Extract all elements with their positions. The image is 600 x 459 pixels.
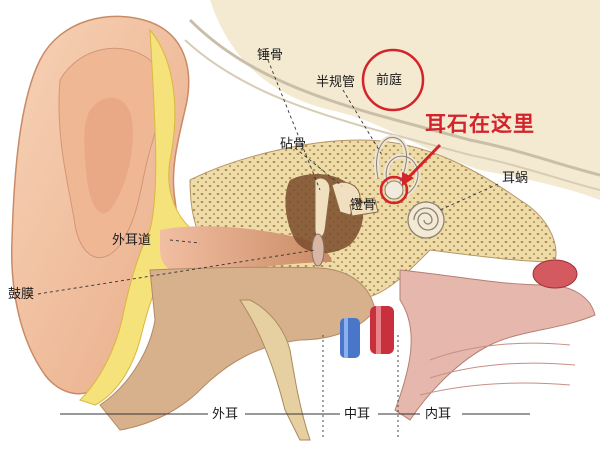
skull-bands-2 (184, 39, 600, 191)
middle-ear-label: 中耳 (344, 407, 371, 422)
artery (370, 306, 394, 354)
vestibule-label: 前庭 (376, 73, 403, 88)
eardrum-label: 鼓膜 (8, 287, 35, 302)
cochlea-spiral (407, 201, 445, 239)
jugular-bulb (532, 259, 578, 289)
section-dividers (60, 335, 530, 440)
leader-lines (37, 59, 499, 295)
callout-arrow-line (406, 143, 442, 180)
incus-label: 砧骨 (280, 137, 307, 152)
vestibule-label-circle (361, 48, 425, 112)
auricle-inner (84, 97, 133, 214)
cartilage (79, 28, 261, 406)
eustachian-tube (394, 269, 596, 421)
ear-canal-label: 外耳道 (112, 233, 152, 248)
inner-ear-label: 内耳 (425, 407, 452, 422)
artery-highlight (376, 306, 381, 354)
semicircular-canals-label: 半规管 (316, 75, 356, 90)
eardrum-membrane (311, 233, 325, 267)
skull-layer (150, 0, 600, 200)
stapes-bone (349, 199, 379, 217)
mastoid (239, 299, 311, 441)
outer-ear-label: 外耳 (212, 407, 239, 422)
lower-tissue (99, 266, 376, 431)
ear-canal (160, 226, 332, 276)
vestibule-sac (384, 180, 404, 200)
malleus-label: 锤骨 (257, 48, 284, 63)
callout-arrow-head (402, 172, 414, 186)
otoliths-callout: 耳石在这里 (425, 112, 535, 136)
vein (340, 318, 360, 358)
vein-stripes (344, 318, 348, 358)
otolith-highlight (379, 175, 409, 205)
semicircular-canals-outline (376, 137, 419, 196)
muscle-fibers (419, 342, 576, 396)
skull-bands (188, 18, 600, 177)
stapes-label: 镫骨 (350, 198, 377, 213)
cochlea-label: 耳蜗 (502, 171, 529, 186)
